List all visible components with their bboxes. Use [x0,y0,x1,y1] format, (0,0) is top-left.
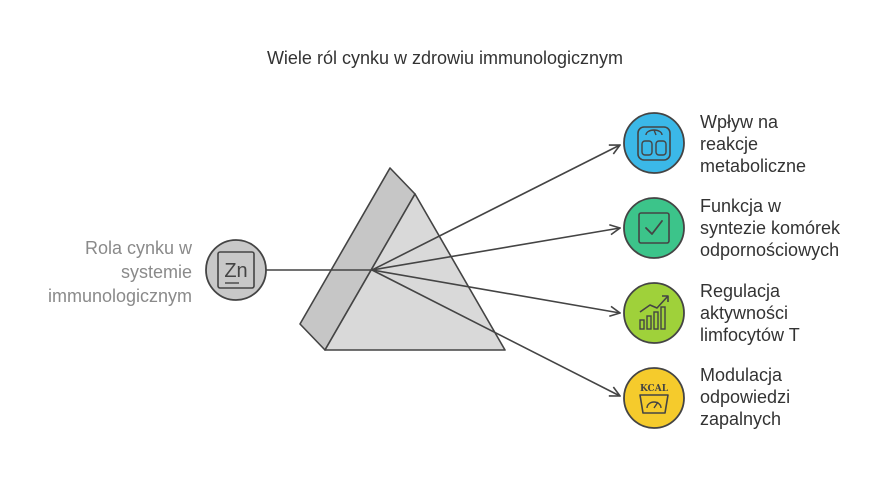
output-label-inflammation: Modulacja odpowiedzi zapalnych [700,364,790,430]
output-label-line: Funkcja w [700,196,782,216]
output-label-t-cells: Regulacja aktywności limfocytów T [700,280,800,346]
growth-chart-icon [623,282,685,344]
output-label-metabolic: Wpływ na reakcje metaboliczne [700,111,806,177]
output-label-line: aktywności [700,303,789,323]
output-label-line: Regulacja [700,281,781,301]
diagram-title: Wiele ról cynku w zdrowiu immunologiczny… [266,48,624,68]
output-arrow [371,269,620,313]
scale-icon [623,112,685,174]
zinc-symbol: Zn [224,260,247,282]
input-label-line: systemie [120,262,192,282]
input-label-line: immunologicznym [47,286,192,306]
input-label-line: Rola cynku w [84,238,192,258]
output-label-line: zapalnych [700,409,782,429]
output-arrow [371,145,620,271]
output-label-line: syntezie komórek [700,218,841,238]
output-label-line: Modulacja [700,365,783,385]
output-label-line: reakcje [700,134,759,154]
zinc-element-icon: Zn [205,239,267,301]
checkbox-icon [623,197,685,259]
output-label-line: odpornościowych [700,240,840,260]
output-label-line: metaboliczne [700,156,807,176]
output-label-line: odpowiedzi [700,387,791,407]
output-label-immune-synthesis: Funkcja w syntezie komórek odpornościowy… [700,195,840,261]
output-arrow [371,269,620,396]
kcal-scale-icon: KCAL [623,367,685,429]
output-label-line: Wpływ na [700,112,779,132]
input-label: Rola cynku w systemie immunologicznym [40,236,192,308]
output-label-line: limfocytów T [700,325,800,345]
kcal-text: KCAL [640,384,669,394]
output-arrow [371,228,620,271]
prism-front-face [324,193,506,351]
